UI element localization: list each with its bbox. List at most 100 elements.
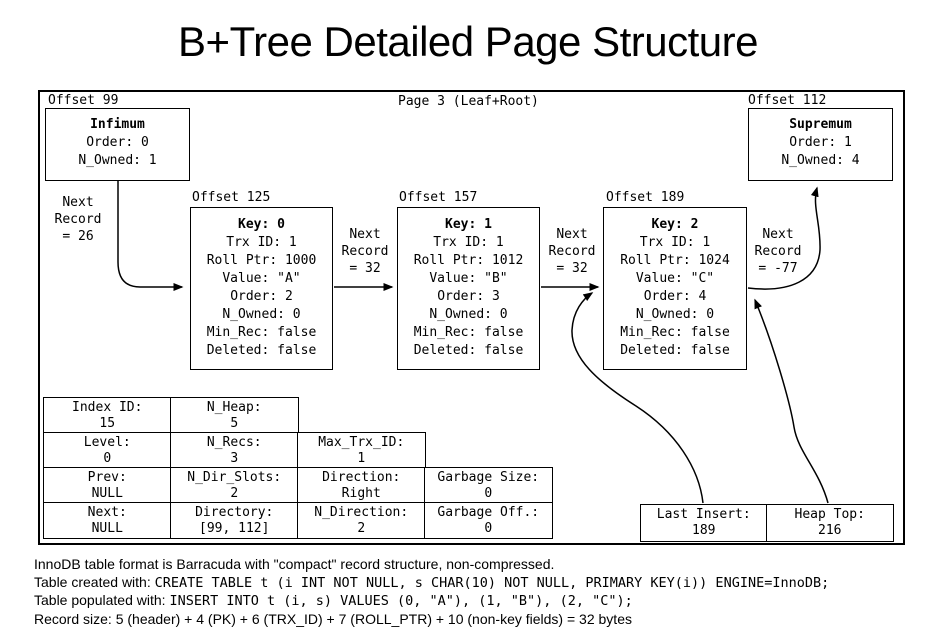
- cell-garbage-off: Garbage Off.:0: [424, 502, 553, 539]
- cell-index-id: Index ID:15: [43, 397, 172, 434]
- offset-label-key2: Offset 189: [606, 190, 685, 205]
- footer-line-populated: Table populated with: INSERT INTO t (i, …: [34, 592, 934, 611]
- cell-value: 2: [230, 485, 239, 501]
- cell-directory: Directory:[99, 112]: [170, 502, 299, 539]
- cell-value: [99, 112]: [199, 520, 270, 536]
- footer-created-sql: CREATE TABLE t (i INT NOT NULL, s CHAR(1…: [154, 574, 830, 591]
- page-header-table: Index ID:15 N_Heap:5 Level:0 N_Recs:3 Ma…: [43, 397, 553, 539]
- pointer-boxes: Last Insert: 189 Heap Top: 216: [640, 504, 894, 542]
- table-row: Index ID:15 N_Heap:5: [43, 397, 551, 434]
- offset-label-supremum: Offset 112: [748, 93, 827, 108]
- last-insert-box: Last Insert: 189: [640, 504, 768, 542]
- cell-label: Direction:: [322, 469, 401, 485]
- footer-line-format: InnoDB table format is Barracuda with "c…: [34, 556, 555, 572]
- heap-top-value: 216: [818, 523, 842, 538]
- cell-label: Garbage Size:: [437, 469, 540, 485]
- record-key0-order: Order: 2: [230, 289, 293, 304]
- next-record-label-32b: Next Record = 32: [541, 226, 603, 277]
- footer-line-created: Table created with: CREATE TABLE t (i IN…: [34, 574, 934, 593]
- supremum-title: Supremum: [789, 117, 852, 132]
- next-record-77-line3: = -77: [758, 261, 798, 276]
- cell-label: Garbage Off.:: [437, 504, 540, 520]
- next-record-label-26: Next Record = 26: [45, 194, 111, 245]
- page-label: Page 3 (Leaf+Root): [398, 94, 539, 109]
- record-key0-value: Value: "A": [222, 271, 301, 286]
- next-record-77-line1: Next: [762, 227, 794, 242]
- cell-label: Directory:: [195, 504, 274, 520]
- supremum-box: Supremum Order: 1 N_Owned: 4: [748, 108, 893, 181]
- cell-value: 15: [99, 415, 116, 431]
- cell-label: N_Heap:: [206, 399, 262, 415]
- cell-n-heap: N_Heap:5: [170, 397, 299, 434]
- record-key1-deleted: Deleted: false: [413, 343, 524, 358]
- record-key2-nowned: N_Owned: 0: [635, 307, 715, 322]
- record-key0-nowned: N_Owned: 0: [222, 307, 301, 322]
- last-insert-label: Last Insert:: [656, 507, 751, 522]
- cell-value: Right: [341, 485, 381, 501]
- record-key2-deleted: Deleted: false: [620, 343, 730, 358]
- record-key1-minrec: Min_Rec: false: [413, 325, 524, 340]
- next-record-label-32a: Next Record = 32: [334, 226, 396, 277]
- cell-garbage-size: Garbage Size:0: [424, 467, 553, 504]
- cell-label: N_Direction:: [314, 504, 409, 520]
- record-key2-rollptr: Roll Ptr: 1024: [620, 253, 730, 268]
- cell-value: 1: [357, 450, 366, 466]
- cell-label: Next:: [87, 504, 127, 520]
- heap-top-box: Heap Top: 216: [766, 504, 894, 542]
- infimum-nowned: N_Owned: 1: [78, 153, 157, 168]
- record-key1-title: Key: 1: [445, 217, 492, 232]
- record-key1-value: Value: "B": [429, 271, 508, 286]
- next-record-32a-line3: = 32: [349, 261, 381, 276]
- record-key1-rollptr: Roll Ptr: 1012: [413, 253, 524, 268]
- cell-label: Prev:: [87, 469, 127, 485]
- next-record-77-line2: Record: [754, 244, 802, 259]
- cell-label: Max_Trx_ID:: [318, 434, 405, 450]
- next-record-32a-line1: Next: [349, 227, 381, 242]
- cell-n-recs: N_Recs:3: [170, 432, 299, 469]
- record-key2-order: Order: 4: [643, 289, 707, 304]
- cell-label: N_Recs:: [206, 434, 262, 450]
- next-record-26-line3: = 26: [62, 229, 94, 244]
- next-record-32b-line1: Next: [556, 227, 588, 242]
- record-box-key0: Key: 0 Trx ID: 1 Roll Ptr: 1000 Value: "…: [190, 207, 333, 370]
- cell-n-dir-slots: N_Dir_Slots:2: [170, 467, 299, 504]
- cell-value: 0: [484, 485, 493, 501]
- table-row: Level:0 N_Recs:3 Max_Trx_ID:1: [43, 432, 551, 469]
- record-key0-minrec: Min_Rec: false: [206, 325, 317, 340]
- cell-value: 5: [230, 415, 239, 431]
- record-box-key1: Key: 1 Trx ID: 1 Roll Ptr: 1012 Value: "…: [397, 207, 540, 370]
- record-key1-trx: Trx ID: 1: [433, 235, 504, 250]
- table-row: Prev:NULL N_Dir_Slots:2 Direction:Right …: [43, 467, 553, 504]
- cell-value: NULL: [91, 485, 123, 501]
- cell-level: Level:0: [43, 432, 172, 469]
- footer-populated-prefix: Table populated with:: [34, 592, 170, 609]
- next-record-32b-line2: Record: [548, 244, 596, 259]
- next-record-32a-line2: Record: [341, 244, 389, 259]
- cell-prev: Prev:NULL: [43, 467, 172, 504]
- heap-top-label: Heap Top:: [794, 507, 865, 522]
- infimum-order: Order: 0: [86, 135, 149, 150]
- record-key0-deleted: Deleted: false: [206, 343, 317, 358]
- cell-label: Index ID:: [72, 399, 143, 415]
- infimum-title: Infimum: [90, 117, 145, 132]
- footer-line-record-size: Record size: 5 (header) + 4 (PK) + 6 (TR…: [34, 610, 632, 627]
- next-record-32b-line3: = 32: [556, 261, 588, 276]
- table-row: Next:NULL Directory:[99, 112] N_Directio…: [43, 502, 553, 539]
- cell-value: 0: [484, 520, 493, 536]
- offset-label-infimum: Offset 99: [48, 93, 119, 108]
- cell-next: Next:NULL: [43, 502, 172, 539]
- cell-n-direction: N_Direction:2: [297, 502, 426, 539]
- record-key0-trx: Trx ID: 1: [226, 235, 297, 250]
- record-box-key2: Key: 2 Trx ID: 1 Roll Ptr: 1024 Value: "…: [603, 207, 747, 370]
- cell-direction: Direction:Right: [297, 467, 426, 504]
- record-key1-nowned: N_Owned: 0: [429, 307, 508, 322]
- record-key1-order: Order: 3: [437, 289, 500, 304]
- record-key0-rollptr: Roll Ptr: 1000: [206, 253, 317, 268]
- supremum-nowned: N_Owned: 4: [781, 153, 860, 168]
- footer-created-prefix: Table created with:: [34, 573, 155, 590]
- record-key2-minrec: Min_Rec: false: [620, 325, 730, 340]
- next-record-26-line1: Next: [62, 195, 94, 210]
- footer-populated-sql: INSERT INTO t (i, s) VALUES (0, "A"), (1…: [169, 593, 633, 610]
- cell-value: 3: [230, 450, 239, 466]
